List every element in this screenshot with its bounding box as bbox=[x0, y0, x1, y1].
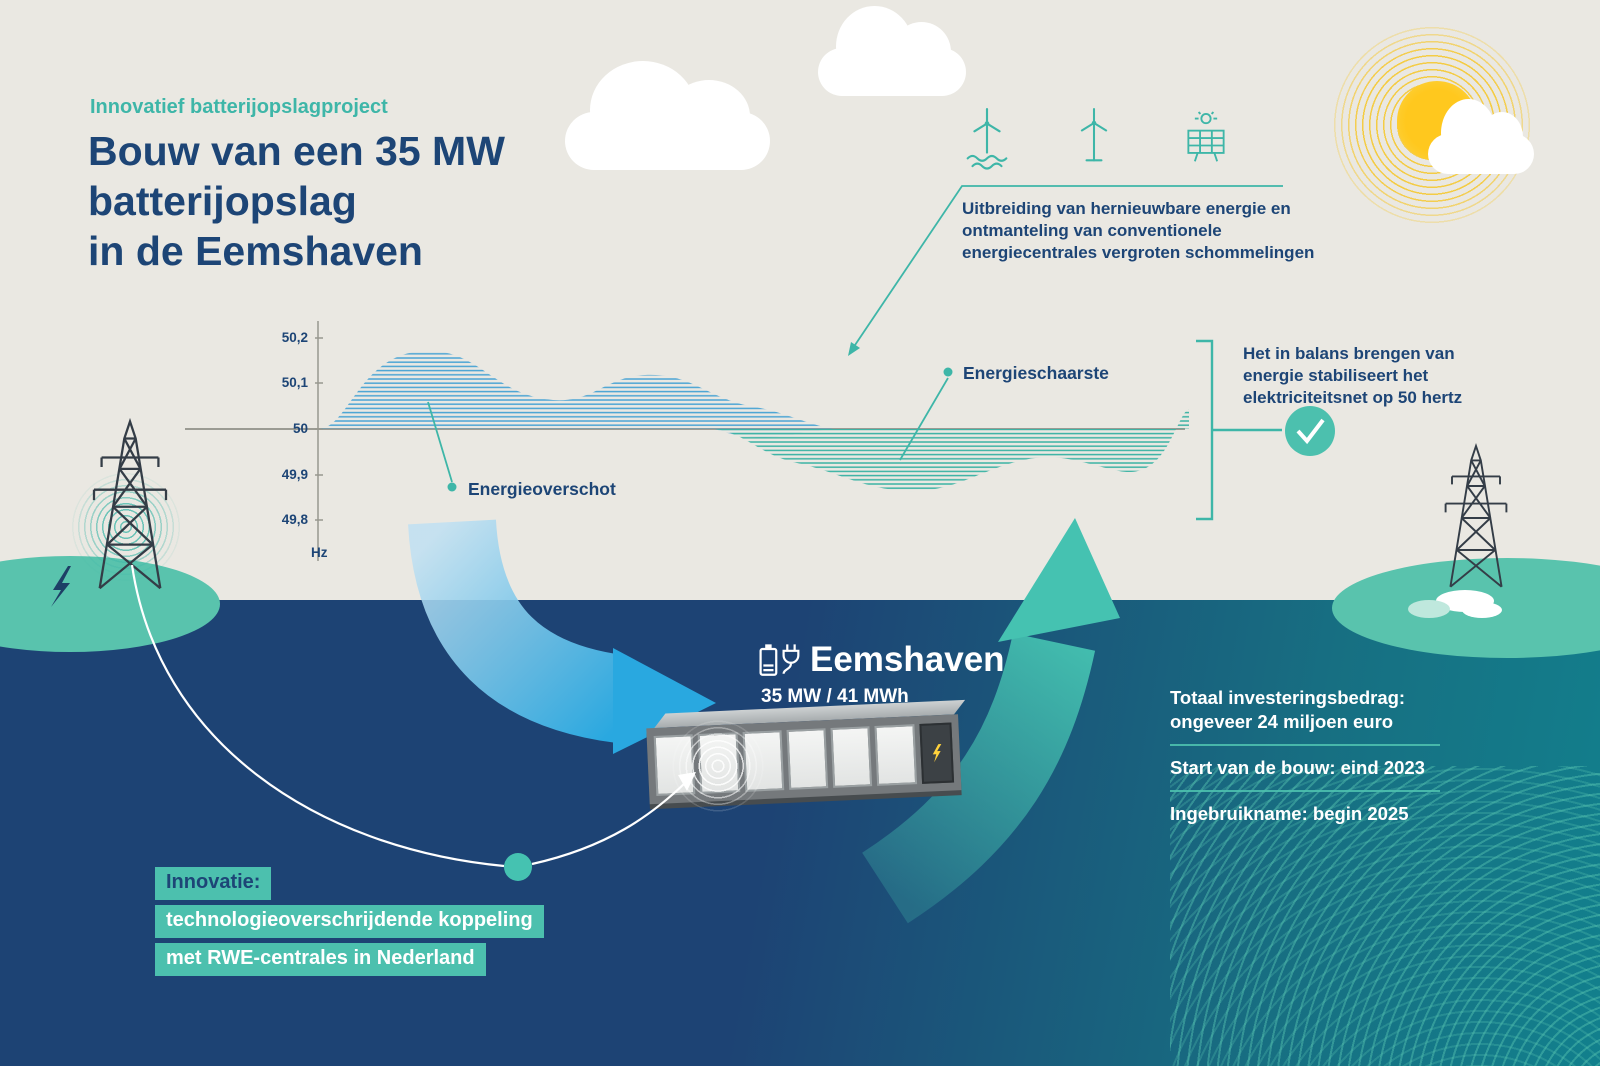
y-tick-50-1: 50,1 bbox=[281, 375, 308, 390]
facts-list: Totaal investeringsbedrag: ongeveer 24 m… bbox=[1170, 676, 1440, 836]
y-tick-50: 50 bbox=[292, 421, 308, 436]
cloud-icon bbox=[565, 60, 770, 170]
balance-callout-text: Het in balans brengen van energie stabil… bbox=[1243, 344, 1463, 407]
solar-panel-icon bbox=[1187, 111, 1225, 162]
fact-commissioning: Ingebruikname: begin 2025 bbox=[1170, 790, 1440, 836]
warning-bolt-icon bbox=[932, 743, 942, 763]
container-door bbox=[786, 728, 829, 790]
container-door bbox=[874, 724, 917, 786]
y-tick-50-2: 50,2 bbox=[281, 330, 308, 345]
bush-shape bbox=[1462, 602, 1502, 618]
y-tick-49-9: 49,9 bbox=[281, 467, 308, 482]
electricity-pylon-icon bbox=[92, 417, 168, 590]
y-tick-49-8: 49,8 bbox=[281, 512, 308, 527]
scarcity-wave bbox=[715, 409, 1189, 492]
eyebrow-label: Innovatief batterijopslagproject bbox=[90, 96, 388, 118]
surplus-wave bbox=[320, 350, 833, 429]
innovation-line: Innovatie: bbox=[155, 867, 272, 900]
signal-ripple-icon bbox=[668, 716, 768, 816]
bush-shape bbox=[1408, 600, 1450, 618]
cloud-icon bbox=[818, 5, 966, 96]
station-name: Eemshaven bbox=[810, 640, 1005, 679]
surplus-label: Energieoverschot bbox=[468, 479, 616, 499]
checkmark-icon bbox=[1285, 406, 1335, 456]
container-electrical-cabinet bbox=[918, 722, 955, 784]
chart-axis bbox=[315, 321, 323, 561]
innovation-note: Innovatie: technologieoverschrijdende ko… bbox=[155, 867, 544, 981]
container-door bbox=[830, 726, 873, 788]
page-title: Bouw van een 35 MW batterijopslag in de … bbox=[88, 128, 505, 275]
fact-construction-start: Start van de bouw: eind 2023 bbox=[1170, 744, 1440, 790]
battery-plug-icon bbox=[759, 644, 800, 676]
innovation-line: technologieoverschrijdende koppeling bbox=[155, 905, 544, 938]
innovation-line: met RWE-centrales in Nederland bbox=[155, 943, 486, 976]
offshore-wind-turbine-icon bbox=[966, 108, 1008, 170]
fact-investment: Totaal investeringsbedrag: ongeveer 24 m… bbox=[1170, 687, 1406, 733]
electricity-pylon-icon bbox=[1444, 442, 1508, 588]
scarcity-label: Energieschaarste bbox=[963, 363, 1109, 383]
renewables-callout-text: Uitbreiding van hernieuwbare energie en … bbox=[962, 199, 1315, 263]
cloud-icon bbox=[1428, 98, 1534, 174]
y-axis-unit: Hz bbox=[311, 545, 328, 560]
corner-wave-pattern bbox=[1170, 766, 1600, 1066]
wind-turbine-icon bbox=[1080, 107, 1108, 162]
frequency-wave-chart bbox=[315, 321, 1189, 561]
station-capacity: 35 MW / 41 MWh bbox=[761, 686, 909, 707]
